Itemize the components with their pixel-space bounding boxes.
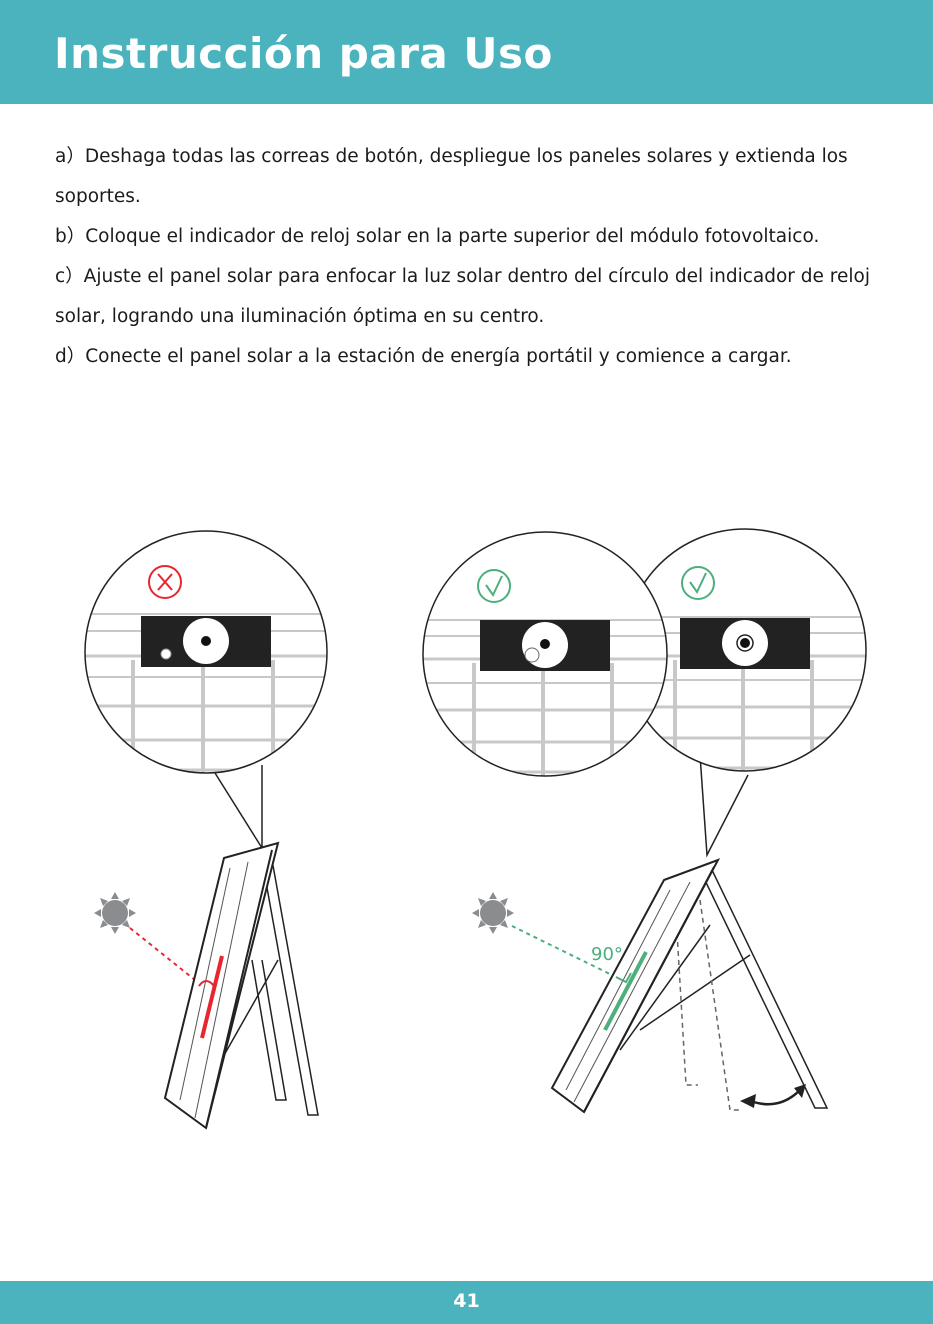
- page-footer: 41: [0, 1281, 933, 1324]
- solar-panel-alignment-illustration: 90°: [84, 528, 867, 1130]
- instruction-marker: a）: [55, 146, 85, 167]
- page-title: Instrucción para Uso: [54, 29, 553, 78]
- solar-panel: [163, 841, 280, 1130]
- sunlight-ray: [511, 925, 617, 978]
- instruction-text: Ajuste el panel solar para enfocar la lu…: [55, 266, 870, 327]
- panel-stand: [619, 869, 829, 1111]
- sun-icon: [94, 892, 136, 934]
- instruction-list: a）Deshaga todas las correas de botón, de…: [55, 137, 895, 377]
- check-icon: [681, 566, 715, 600]
- instruction-text: Deshaga todas las correas de botón, desp…: [55, 146, 848, 207]
- shadow-dot: [524, 647, 540, 663]
- instruction-marker: d）: [55, 346, 86, 367]
- magnifier-callout-incorrect: [84, 530, 328, 851]
- cross-icon: [148, 565, 182, 599]
- page-header: Instrucción para Uso: [0, 0, 933, 104]
- magnifier-callout-near-center: [422, 531, 668, 777]
- sun-icon: [472, 892, 514, 934]
- page-number: 41: [453, 1290, 480, 1312]
- instruction-marker: b）: [55, 226, 86, 247]
- shadow-dot: [160, 648, 172, 660]
- instruction-item-d: d）Conecte el panel solar a la estación d…: [55, 337, 895, 377]
- incorrect-alignment-example: [84, 530, 328, 1130]
- instruction-item-c: c）Ajuste el panel solar para enfocar la …: [55, 257, 895, 337]
- check-icon: [477, 569, 511, 603]
- instruction-marker: c）: [55, 266, 84, 287]
- solar-panel: [550, 858, 721, 1114]
- instruction-text: Coloque el indicador de reloj solar en l…: [85, 226, 820, 247]
- angle-label: 90°: [591, 944, 623, 965]
- instruction-text: Conecte el panel solar a la estación de …: [85, 346, 792, 367]
- adjust-angle-arrow-icon: [740, 1084, 806, 1108]
- instruction-item-b: b）Coloque el indicador de reloj solar en…: [55, 217, 895, 257]
- instruction-item-a: a）Deshaga todas las correas de botón, de…: [55, 137, 895, 217]
- sunlight-ray: [129, 927, 206, 989]
- correct-alignment-example: 90°: [422, 528, 867, 1114]
